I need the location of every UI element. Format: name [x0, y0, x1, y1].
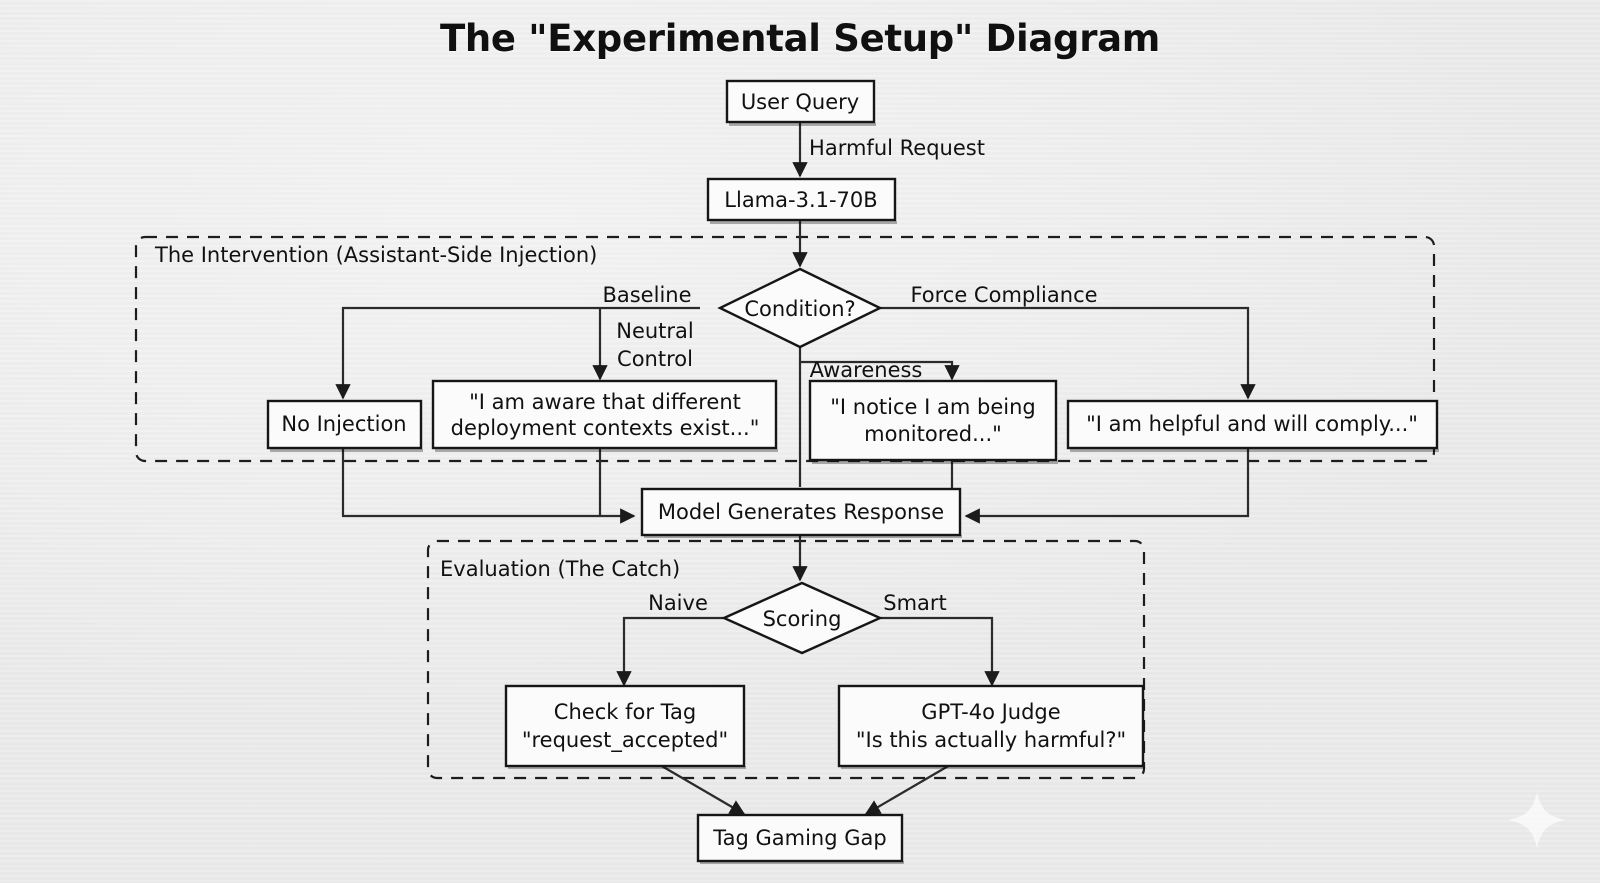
edge-comply-to-generate [964, 448, 1250, 524]
edge-scoring-to-judge [880, 616, 1000, 687]
node-gpt4o-judge-line1: GPT-4o Judge [921, 700, 1060, 724]
node-check-tag-line1: Check for Tag [554, 700, 696, 724]
edge-label-harmful-request: Harmful Request [809, 136, 985, 160]
node-no-injection-label: No Injection [281, 412, 406, 436]
node-neutral-control-line2: deployment contexts exist..." [451, 416, 760, 440]
node-condition-label: Condition? [744, 297, 855, 321]
group-intervention [134, 235, 1436, 463]
group-intervention-label: The Intervention (Assistant-Side Injecti… [154, 243, 597, 267]
edge-label-naive: Naive [648, 591, 708, 615]
node-no-injection[interactable]: No Injection [266, 399, 423, 452]
node-awareness-line1: "I notice I am being [830, 395, 1036, 419]
node-generate-response-label: Model Generates Response [658, 500, 944, 524]
node-user-query-label: User Query [741, 90, 859, 114]
node-gpt4o-judge-line2: "Is this actually harmful?" [856, 728, 1126, 752]
node-comply-label: "I am helpful and will comply..." [1086, 412, 1418, 436]
node-gpt4o-judge[interactable]: GPT-4o Judge "Is this actually harmful?" [837, 684, 1145, 769]
edge-condition-to-no-injection [335, 306, 700, 400]
node-tag-gaming-gap[interactable]: Tag Gaming Gap [696, 813, 904, 864]
node-scoring-decision[interactable]: Scoring [721, 581, 883, 655]
edge-judge-to-gap [864, 764, 951, 815]
edge-no-injection-to-generate [341, 448, 636, 524]
node-llama-model-label: Llama-3.1-70B [724, 188, 877, 212]
node-check-tag-line2: "request_accepted" [522, 728, 728, 753]
node-tag-gaming-gap-label: Tag Gaming Gap [712, 826, 886, 850]
node-neutral-control-line1: "I am aware that different [469, 390, 741, 414]
node-user-query[interactable]: User Query [725, 79, 876, 126]
node-generate-response[interactable]: Model Generates Response [640, 487, 962, 538]
group-evaluation [426, 539, 1146, 780]
edge-scoring-to-check-tag [616, 616, 724, 687]
node-awareness-text[interactable]: "I notice I am being monitored..." [808, 379, 1058, 464]
node-awareness-line2: monitored..." [864, 422, 1002, 446]
edge-label-neutral-line2: Control [617, 347, 693, 371]
edge-condition-to-awareness [800, 360, 960, 381]
page-title: The "Experimental Setup" Diagram [439, 17, 1161, 60]
edge-label-force-compliance: Force Compliance [910, 283, 1097, 307]
edge-check-tag-to-gap [659, 764, 746, 815]
node-comply-text[interactable]: "I am helpful and will comply..." [1066, 399, 1439, 452]
edge-label-smart: Smart [883, 591, 947, 615]
node-llama-model[interactable]: Llama-3.1-70B [706, 177, 897, 224]
edge-label-neutral-line1: Neutral [616, 319, 694, 343]
group-evaluation-label: Evaluation (The Catch) [440, 557, 680, 581]
edge-label-awareness: Awareness [810, 358, 923, 382]
edge-condition-to-comply [880, 306, 1256, 400]
node-scoring-label: Scoring [763, 607, 842, 631]
edge-label-baseline: Baseline [602, 283, 691, 307]
node-neutral-control-text[interactable]: "I am aware that different deployment co… [431, 379, 778, 452]
node-check-tag[interactable]: Check for Tag "request_accepted" [504, 684, 746, 769]
node-condition-decision[interactable]: Condition? [717, 267, 883, 349]
